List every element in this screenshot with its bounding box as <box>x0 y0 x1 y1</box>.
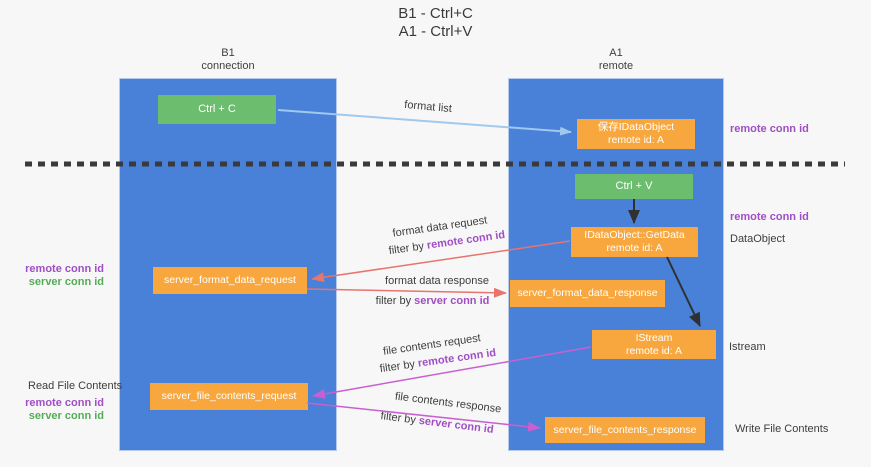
ctrl-c-label: Ctrl + C <box>198 103 236 115</box>
ctrl-v-box: Ctrl + V <box>575 174 693 199</box>
ctrl-c-box: Ctrl + C <box>158 95 276 124</box>
save-idataobject-line1: 保存IDataObject <box>597 121 675 133</box>
filter-by-prefix: filter by <box>378 357 419 376</box>
save-idataobject-line2: remote id: A <box>607 134 665 146</box>
remote-conn-id-annotation-mid: remote conn id <box>730 211 809 223</box>
left-mid-conn-ids: remote conn id server conn id <box>18 263 104 289</box>
getdata-line1: IDataObject::GetData <box>584 229 685 241</box>
remote-conn-id-annotation-top: remote conn id <box>730 123 809 135</box>
istream-line1: IStream <box>635 331 673 344</box>
left-column-role: connection <box>201 60 255 72</box>
server-file-contents-request-box: server_file_contents_request <box>150 383 308 410</box>
ctrl-v-label: Ctrl + V <box>615 180 653 192</box>
getdata-line2: remote id: A <box>606 242 663 254</box>
server-file-contents-request-label: server_file_contents_request <box>161 390 297 402</box>
remote-conn-id-annotation: remote conn id <box>25 397 104 409</box>
right-column-name: A1 <box>609 47 623 59</box>
server-format-data-request-label: server_format_data_request <box>164 274 296 286</box>
server-format-data-response-box: server_format_data_response <box>510 280 665 307</box>
right-column-role: remote <box>598 60 634 72</box>
right-column-header: A1 remote <box>508 47 724 73</box>
server-conn-id-annotation: server conn id <box>28 410 104 422</box>
left-bottom-conn-ids: remote conn id server conn id <box>20 397 104 423</box>
diagram-title: B1 - Ctrl+C A1 - Ctrl+V <box>0 5 871 41</box>
filter-by-prefix: filter by <box>387 239 428 258</box>
idataobject-getdata-box: IDataObject::GetData remote id: A <box>571 227 698 257</box>
remote-conn-id-annotation: remote conn id <box>25 263 104 275</box>
left-column-name: B1 <box>221 47 235 59</box>
server-file-contents-response-label: server_file_contents_response <box>553 423 697 436</box>
server-file-contents-response-box: server_file_contents_response <box>545 417 705 443</box>
filter-by-prefix: filter by <box>379 410 420 427</box>
left-column-header: B1 connection <box>119 47 337 73</box>
filter-by-prefix: filter by <box>375 295 415 307</box>
server-conn-id-text: server conn id <box>418 414 495 436</box>
server-conn-id-annotation: server conn id <box>28 276 104 288</box>
filter-by-server-conn-id-label-1: filter by server conn id <box>370 295 495 308</box>
format-list-label: format list <box>403 98 453 116</box>
dataobject-label: DataObject <box>730 233 786 245</box>
read-file-contents-label: Read File Contents <box>28 380 123 392</box>
write-file-contents-label: Write File Contents <box>735 423 829 435</box>
save-idataobject-box: 保存IDataObject remote id: A <box>577 119 695 149</box>
istream-line2: remote id: A <box>625 344 683 357</box>
server-conn-id-text: server conn id <box>414 295 490 307</box>
istream-box: IStream remote id: A <box>592 330 716 359</box>
server-format-data-response-label: server_format_data_response <box>517 287 658 299</box>
title-line-2: A1 - Ctrl+V <box>398 23 473 40</box>
istream-side-label: Istream <box>729 341 766 353</box>
server-format-data-request-box: server_format_data_request <box>153 267 307 294</box>
title-line-1: B1 - Ctrl+C <box>398 5 473 22</box>
format-data-response-label: format data response <box>385 275 489 287</box>
